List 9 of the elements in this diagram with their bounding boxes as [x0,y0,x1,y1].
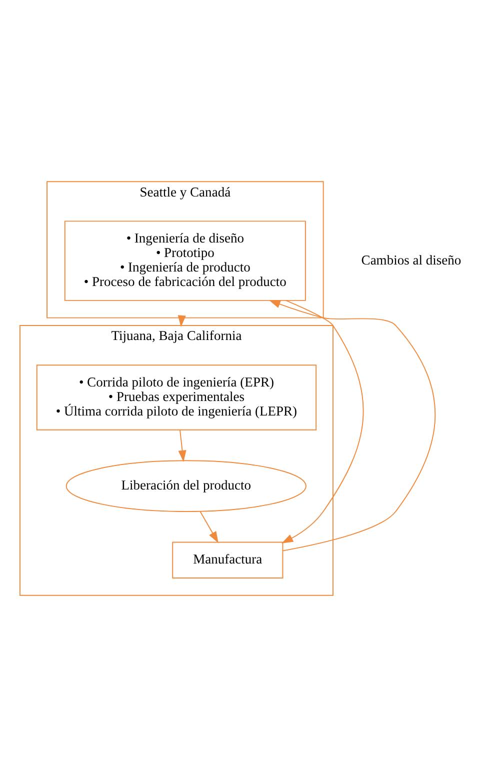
label: Cambios al diseño [361,252,462,267]
arrow [282,300,364,543]
node-box: • Ingeniería de diseño • Prototipo • Ingeniería de producto • Proceso de fabricación del producto [64,220,306,300]
arrow [178,429,186,462]
node-box: Manufactura [172,541,284,578]
arrow [268,300,436,551]
node-ellipse: Liberación del producto [66,460,306,512]
node-box: • Corrida piloto de ingeniería (EPR) • Pruebas experimentales • Última corrida piloto de ingeniería (LEPR) [36,364,317,430]
arrow [200,510,218,543]
